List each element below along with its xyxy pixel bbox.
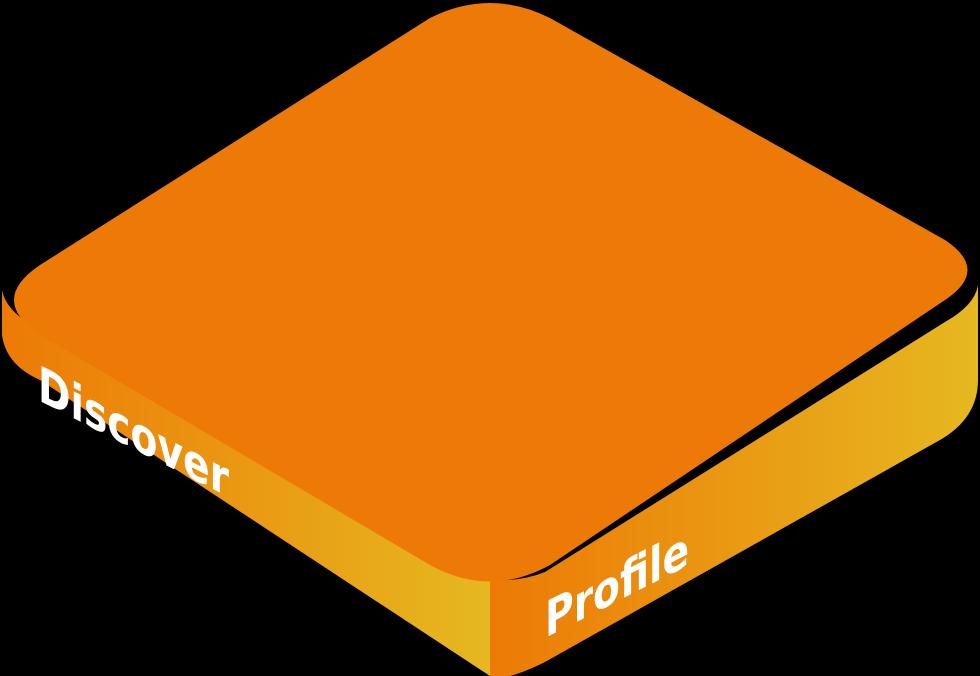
left-face (2, 290, 490, 676)
right-face (490, 285, 978, 676)
top-face (14, 3, 968, 582)
